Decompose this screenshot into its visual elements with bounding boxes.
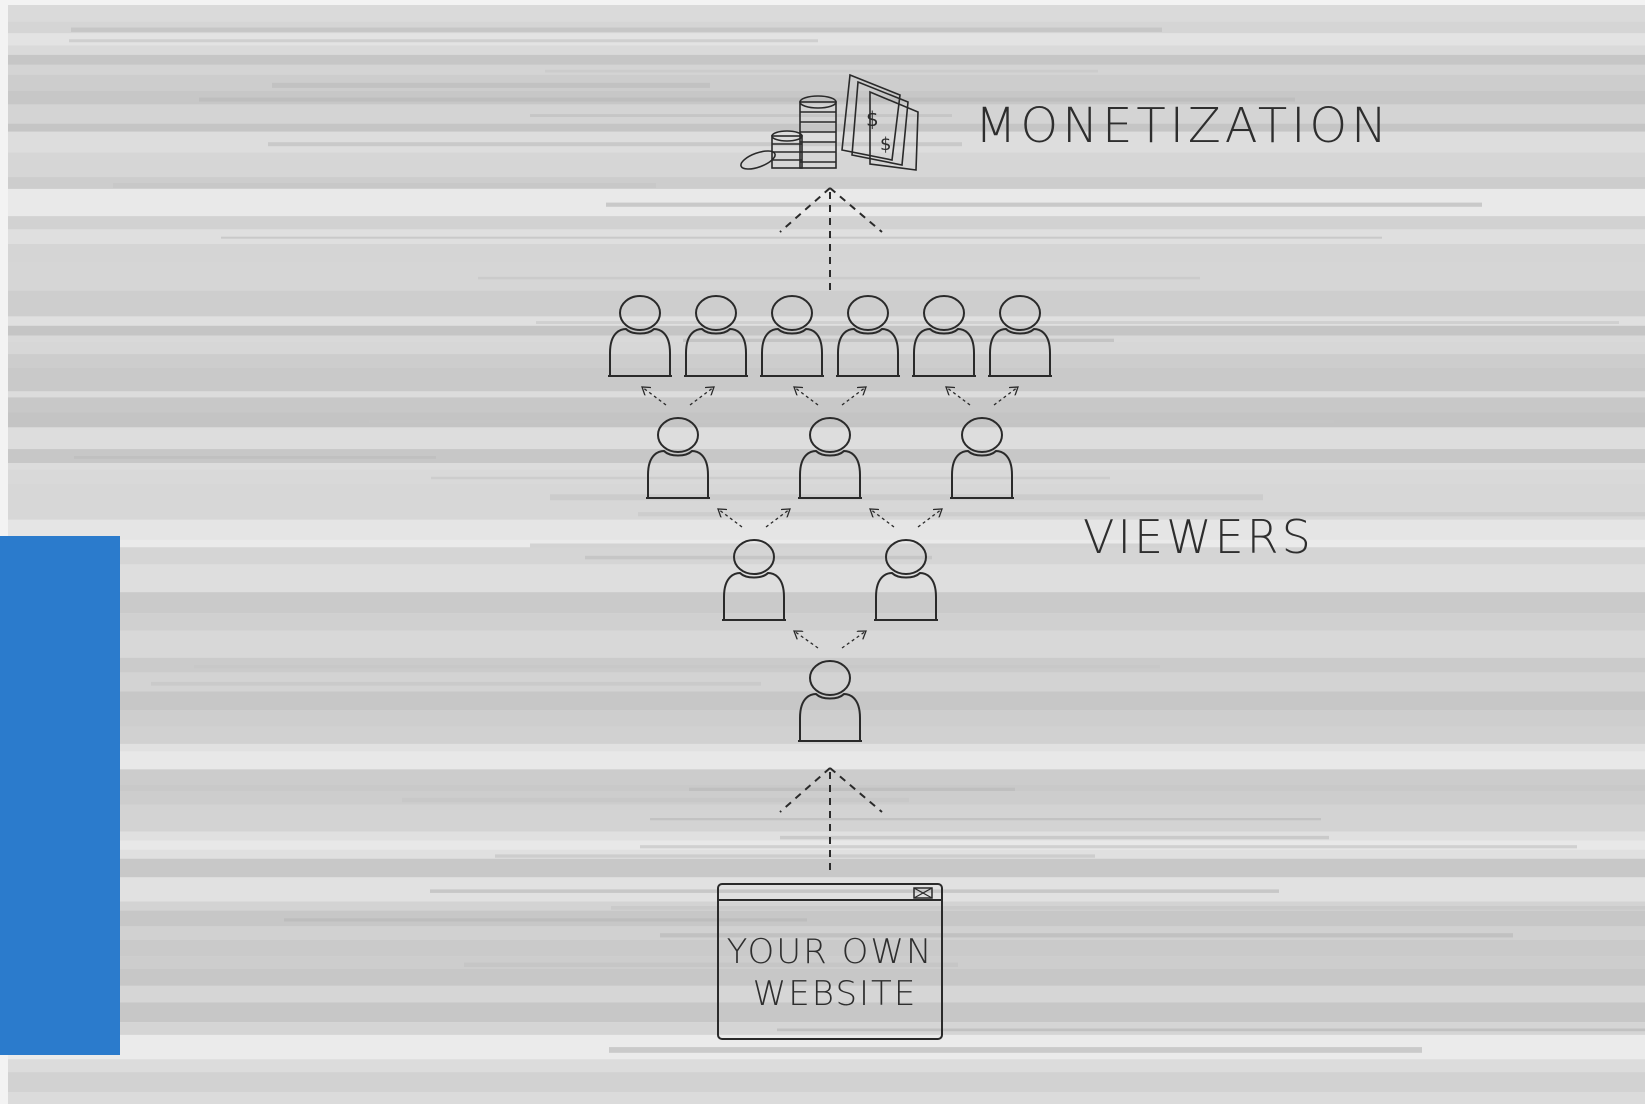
person-icon bbox=[607, 295, 673, 377]
accent-block bbox=[0, 536, 120, 1055]
viewers-label: VIEWERS bbox=[1083, 510, 1314, 564]
branch-arrow bbox=[946, 387, 971, 406]
branch-arrow bbox=[794, 387, 819, 406]
person-icon bbox=[949, 417, 1015, 499]
svg-text:$: $ bbox=[866, 107, 879, 131]
person-icon bbox=[835, 295, 901, 377]
website-label-line2: WEBSITE bbox=[753, 974, 918, 1014]
monetization-label: MONETIZATION bbox=[975, 98, 1391, 154]
branch-arrow bbox=[841, 631, 866, 649]
branch-arrow bbox=[841, 387, 866, 406]
person-icon bbox=[797, 417, 863, 499]
branch-arrow bbox=[642, 387, 667, 406]
branch-arrow bbox=[917, 509, 942, 528]
money-stack-icon: $ $ bbox=[740, 73, 919, 171]
branch-arrow bbox=[718, 509, 743, 528]
wood-background bbox=[8, 5, 1645, 1104]
person-icon bbox=[797, 660, 863, 742]
person-icon bbox=[683, 295, 749, 377]
website-label-line1: YOUR OWN bbox=[727, 932, 934, 972]
arrow-to-monetization bbox=[779, 187, 883, 290]
close-box-icon bbox=[913, 887, 933, 899]
person-icon bbox=[987, 295, 1053, 377]
arrow-from-website bbox=[779, 767, 883, 870]
svg-text:$: $ bbox=[880, 134, 891, 155]
branch-arrow bbox=[794, 631, 819, 649]
branch-arrow bbox=[870, 509, 895, 528]
branch-arrow bbox=[993, 387, 1018, 406]
browser-window-icon: YOUR OWN WEBSITE bbox=[717, 883, 943, 1040]
person-icon bbox=[911, 295, 977, 377]
person-icon bbox=[759, 295, 825, 377]
branch-arrow bbox=[765, 509, 790, 528]
person-icon bbox=[645, 417, 711, 499]
branch-arrow bbox=[689, 387, 714, 406]
person-icon bbox=[873, 539, 939, 621]
person-icon bbox=[721, 539, 787, 621]
wood-grain-texture bbox=[8, 5, 1645, 1104]
